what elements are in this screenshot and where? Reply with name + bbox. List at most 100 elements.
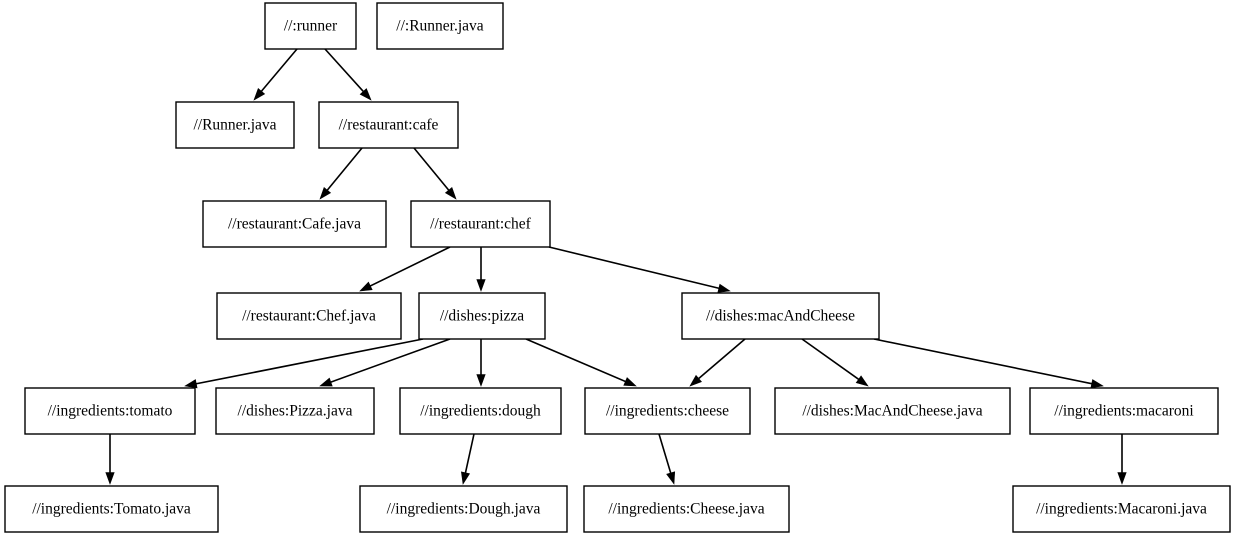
arrowhead-icon [476,279,486,292]
edge-dishes_pizza-to-ing_cheese [525,338,637,387]
edge-dishes_mac-to-ing_cheese [689,338,746,387]
node-box-restaurant_cafe[interactable] [318,101,459,149]
node-label-mac_java: //dishes:MacAndCheese.java [802,403,982,420]
node-label-cheese_java: //ingredients:Cheese.java [608,501,764,518]
node-label-ing_cheese: //ingredients:cheese [606,403,729,420]
edge-restaurant_cafe-to-cafe_java [319,147,363,200]
node-box-cafe_java[interactable] [202,200,387,248]
graph-node-cafe_java[interactable]: //restaurant:Cafe.java [202,200,387,248]
node-label-runner: //:runner [284,18,338,35]
node-label-runner_java: //Runner.java [193,117,276,134]
node-label-ing_dough: //ingredients:dough [420,403,541,420]
graph-node-macaroni_java[interactable]: //ingredients:Macaroni.java [1012,485,1231,533]
edge-line [413,147,450,191]
node-label-tomato_java: //ingredients:Tomato.java [32,501,191,518]
node-box-cheese_java[interactable] [583,485,790,533]
graph-node-pizza_java[interactable]: //dishes:Pizza.java [215,387,375,435]
node-box-tomato_java[interactable] [4,485,219,533]
arrowhead-icon [623,377,637,387]
node-box-chef_java[interactable] [216,292,402,340]
edge-layer [105,48,1127,485]
node-label-macaroni_java: //ingredients:Macaroni.java [1036,501,1207,518]
edge-line [324,48,364,92]
graph-node-dishes_pizza[interactable]: //dishes:pizza [418,292,546,340]
graph-node-chef_java[interactable]: //restaurant:Chef.java [216,292,402,340]
arrowhead-icon [184,379,198,389]
edge-runner-to-restaurant_cafe [324,48,372,101]
node-box-runner[interactable] [264,2,357,50]
node-box-pizza_java[interactable] [215,387,375,435]
arrowhead-icon [689,374,702,387]
edge-line [196,338,424,385]
node-box-restaurant_chef[interactable] [410,200,551,248]
node-label-ing_macaroni: //ingredients:macaroni [1054,403,1194,420]
node-label-cafe_java: //restaurant:Cafe.java [228,216,361,233]
edge-restaurant_chef-to-dishes_pizza [476,247,486,292]
graph-node-restaurant_chef[interactable]: //restaurant:chef [410,200,551,248]
edge-dishes_mac-to-ing_macaroni [873,338,1104,389]
node-box-ing_dough[interactable] [399,387,562,435]
edge-line [873,338,1092,385]
node-box-ing_tomato[interactable] [24,387,196,435]
node-box-dough_java[interactable] [359,485,568,533]
edge-line [548,246,720,290]
edge-ing_dough-to-dough_java [461,433,475,485]
arrowhead-icon [717,283,731,293]
node-box-dishes_mac[interactable] [681,292,880,340]
edge-line [330,338,451,383]
arrowhead-icon [444,186,457,200]
arrowhead-icon [476,374,486,387]
node-box-macaroni_java[interactable] [1012,485,1231,533]
graph-node-runner_java[interactable]: //Runner.java [175,101,295,149]
node-box-mac_java[interactable] [774,387,1011,435]
edge-runner-to-runner_java [253,48,298,101]
node-label-chef_java: //restaurant:Chef.java [242,308,376,325]
arrowhead-icon [461,471,471,485]
node-box-runner_java[interactable] [175,101,295,149]
edge-dishes_mac-to-mac_java [801,338,869,387]
graph-node-ing_macaroni[interactable]: //ingredients:macaroni [1029,387,1219,435]
graph-node-ing_cheese[interactable]: //ingredients:cheese [584,387,751,435]
graph-node-restaurant_cafe[interactable]: //restaurant:cafe [318,101,459,149]
arrowhead-icon [319,186,332,200]
node-label-pizza_java: //dishes:Pizza.java [238,403,353,420]
node-label-dishes_pizza: //dishes:pizza [440,308,524,325]
graph-node-ing_tomato[interactable]: //ingredients:tomato [24,387,196,435]
edge-line [658,433,672,474]
graph-node-root_runner_java[interactable]: //:Runner.java [376,2,504,50]
edge-dishes_pizza-to-pizza_java [319,338,451,387]
arrowhead-icon [359,281,373,292]
graph-node-tomato_java[interactable]: //ingredients:Tomato.java [4,485,219,533]
graph-node-dishes_mac[interactable]: //dishes:macAndCheese [681,292,880,340]
node-label-dough_java: //ingredients:Dough.java [387,501,541,518]
edge-restaurant_cafe-to-restaurant_chef [413,147,457,200]
node-box-dishes_pizza[interactable] [418,292,546,340]
node-layer: //:runner //:Runner.java //Runner.java //re… [4,2,1231,533]
edge-ing_cheese-to-cheese_java [658,433,676,485]
graph-node-ing_dough[interactable]: //ingredients:dough [399,387,562,435]
graph-node-cheese_java[interactable]: //ingredients:Cheese.java [583,485,790,533]
arrowhead-icon [253,87,266,101]
arrowhead-icon [855,375,869,387]
graph-node-runner[interactable]: //:runner [264,2,357,50]
node-label-dishes_mac: //dishes:macAndCheese [706,308,855,325]
node-box-ing_cheese[interactable] [584,387,751,435]
node-label-ing_tomato: //ingredients:tomato [48,403,173,420]
arrowhead-icon [1090,379,1104,389]
graph-node-dough_java[interactable]: //ingredients:Dough.java [359,485,568,533]
node-box-root_runner_java[interactable] [376,2,504,50]
edge-line [369,246,451,287]
arrowhead-icon [319,377,333,387]
edge-dishes_pizza-to-ing_tomato [184,338,424,389]
arrowhead-icon [1117,472,1127,485]
edge-dishes_pizza-to-ing_dough [476,339,486,387]
arrowhead-icon [666,471,676,485]
node-box-ing_macaroni[interactable] [1029,387,1219,435]
edge-line [801,338,860,380]
node-label-restaurant_cafe: //restaurant:cafe [339,117,439,134]
edge-line [260,48,298,92]
graph-node-mac_java[interactable]: //dishes:MacAndCheese.java [774,387,1011,435]
node-label-root_runner_java: //:Runner.java [396,18,484,35]
